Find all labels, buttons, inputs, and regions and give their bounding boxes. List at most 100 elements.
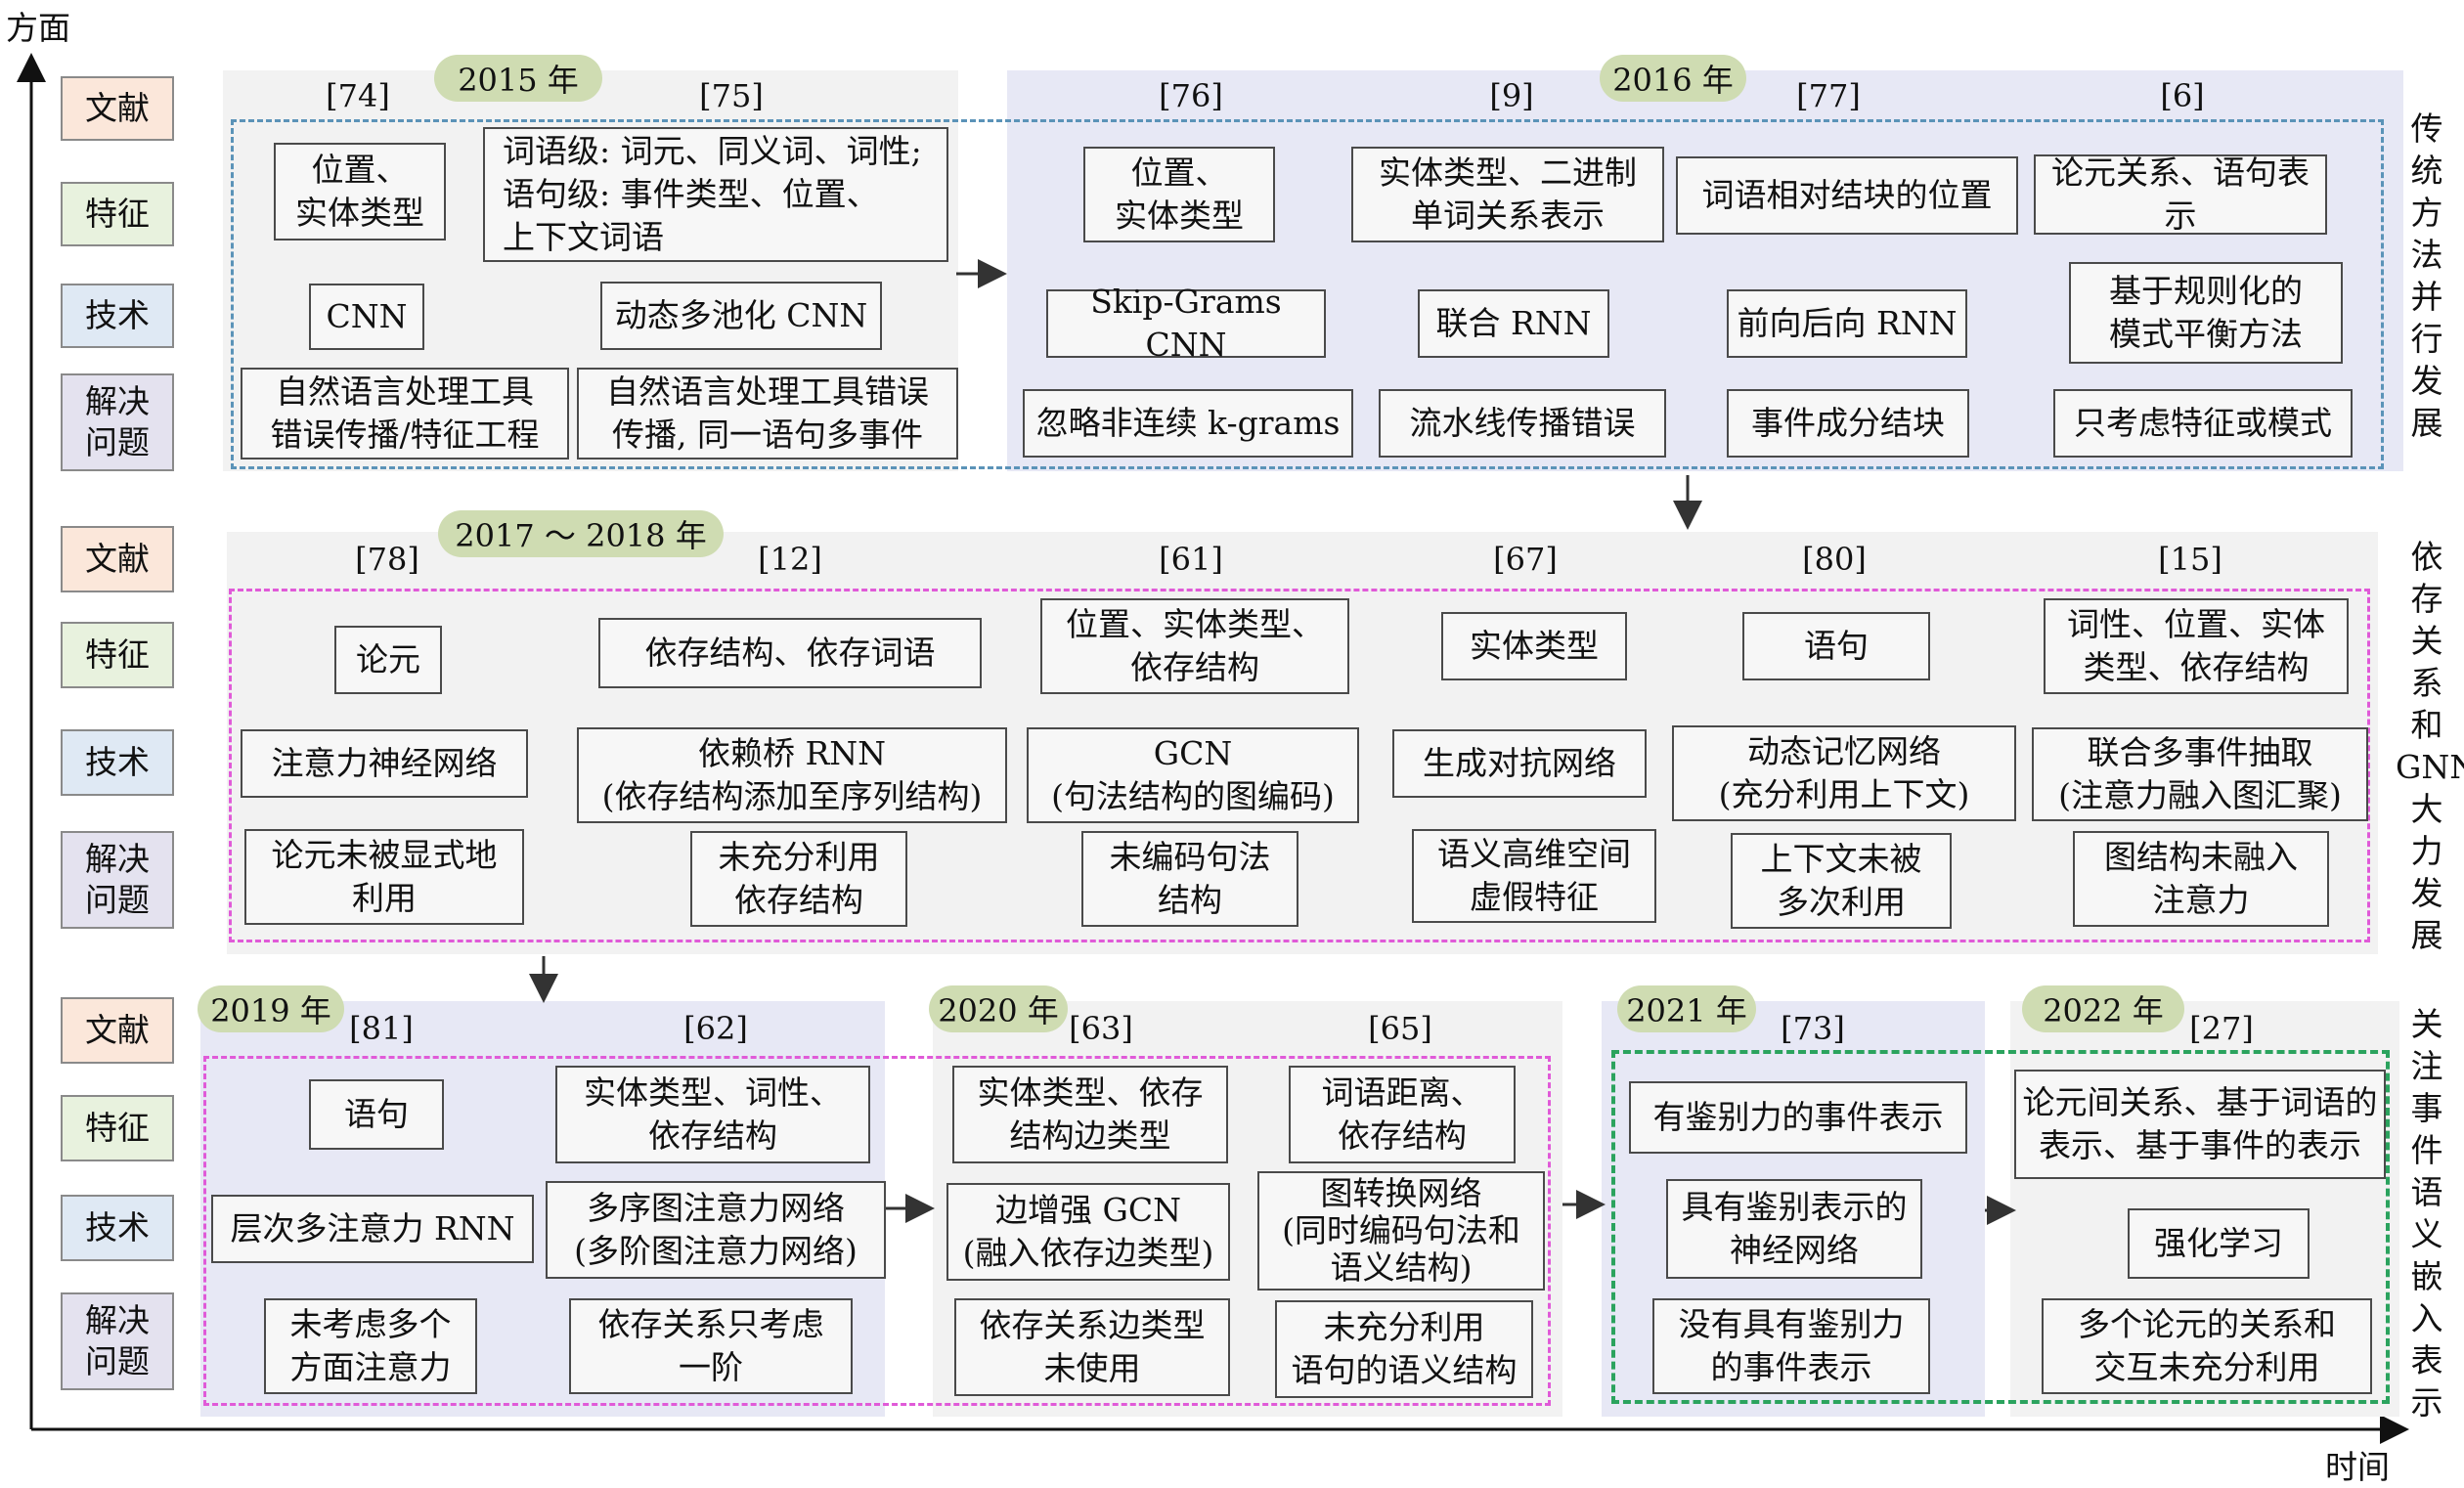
- ref-65: [65]: [1368, 1010, 1432, 1047]
- problem-box-73: 没有具有鉴别力 的事件表示: [1652, 1298, 1930, 1394]
- feature-box-6: 论元关系、语句表示: [2034, 153, 2327, 235]
- technique-box-65: 图转换网络 (同时编码句法和 语义结构): [1257, 1171, 1545, 1291]
- feature-box-77: 词语相对结块的位置: [1676, 156, 2018, 235]
- problem-box-81: 未考虑多个 方面注意力: [264, 1298, 477, 1394]
- row-label-tech-3: 技术: [61, 1195, 174, 1261]
- problem-box-15: 图结构未融入 注意力: [2073, 831, 2329, 927]
- row-label-feat-3: 特征: [61, 1095, 174, 1161]
- year-2016: 2016 年: [1600, 55, 1746, 102]
- technique-box-67: 生成对抗网络: [1392, 729, 1647, 798]
- ref-12: [12]: [758, 541, 822, 578]
- problem-box-61: 未编码句法 结构: [1081, 831, 1298, 927]
- year-2017-2018: 2017 ～ 2018 年: [438, 510, 724, 557]
- ref-73: [73]: [1781, 1010, 1845, 1047]
- ref-15: [15]: [2158, 541, 2222, 578]
- technique-box-76: Skip-Grams CNN: [1046, 283, 1326, 364]
- feature-box-80: 语句: [1742, 612, 1930, 680]
- ref-62: [62]: [683, 1010, 748, 1047]
- feature-box-75: 词语级: 词元、同义词、词性; 语句级: 事件类型、位置、 上下文词语: [483, 127, 948, 262]
- row-label-tech-1: 技术: [61, 284, 174, 348]
- year-2019: 2019 年: [198, 985, 344, 1032]
- technique-box-80: 动态记忆网络 (充分利用上下文): [1672, 725, 2016, 821]
- technique-box-74: CNN: [309, 284, 424, 350]
- technique-box-27: 强化学习: [2128, 1208, 2310, 1279]
- feature-box-76: 位置、 实体类型: [1083, 147, 1275, 242]
- group-outline-2021-2022: [1611, 1050, 2390, 1404]
- technique-box-61: GCN (句法结构的图编码): [1027, 727, 1359, 823]
- group-outline-traditional: [231, 119, 2384, 469]
- side-label-semantic: 关 注 事 件 语 义 嵌 入 表 示: [2410, 1005, 2443, 1422]
- problem-box-12: 未充分利用 依存结构: [690, 831, 907, 927]
- feature-box-27: 论元间关系、基于词语的 表示、基于事件的表示: [2014, 1070, 2386, 1179]
- ref-74: [74]: [326, 77, 390, 114]
- row-label-prob-3: 解决 问题: [61, 1292, 174, 1390]
- problem-box-62: 依存关系只考虑 一阶: [569, 1298, 853, 1394]
- row-label-doc-3: 文献: [61, 997, 174, 1064]
- technique-box-81: 层次多注意力 RNN: [211, 1195, 534, 1263]
- ref-67: [67]: [1493, 541, 1558, 578]
- feature-box-81: 语句: [309, 1079, 444, 1150]
- ref-63: [63]: [1069, 1010, 1133, 1047]
- feature-box-65: 词语距离、 依存结构: [1289, 1066, 1516, 1163]
- ref-76: [76]: [1159, 77, 1223, 114]
- feature-box-78: 论元: [334, 626, 442, 694]
- row-label-prob-2: 解决 问题: [61, 831, 174, 929]
- group-outline-2019-2020: [203, 1056, 1551, 1406]
- problem-box-76: 忽略非连续 k-grams: [1023, 389, 1353, 458]
- row-label-tech-2: 技术: [61, 729, 174, 796]
- feature-box-74: 位置、 实体类型: [274, 143, 446, 241]
- feature-box-15: 词性、位置、实体 类型、依存结构: [2044, 598, 2349, 694]
- feature-box-9: 实体类型、二进制 单词关系表示: [1351, 147, 1664, 242]
- feature-box-62: 实体类型、词性、 依存结构: [555, 1066, 870, 1163]
- problem-box-9: 流水线传播错误: [1379, 389, 1666, 458]
- ref-61: [61]: [1159, 541, 1223, 578]
- ref-6: [6]: [2160, 77, 2205, 114]
- technique-box-78: 注意力神经网络: [241, 729, 528, 798]
- problem-box-63: 依存关系边类型 未使用: [954, 1298, 1230, 1396]
- row-label-doc-2: 文献: [61, 526, 174, 592]
- problem-box-74: 自然语言处理工具 错误传播/特征工程: [241, 368, 569, 460]
- row-label-feat-2: 特征: [61, 622, 174, 688]
- side-label-traditional: 传 统 方 法 并 行 发 展: [2410, 109, 2443, 442]
- feature-box-12: 依存结构、依存词语: [598, 618, 982, 688]
- problem-box-6: 只考虑特征或模式: [2053, 389, 2353, 458]
- y-axis-label: 方面: [6, 9, 70, 47]
- ref-80: [80]: [1802, 541, 1867, 578]
- ref-81: [81]: [349, 1010, 414, 1047]
- problem-box-78: 论元未被显式地 利用: [244, 829, 524, 925]
- problem-box-67: 语义高维空间 虚假特征: [1412, 829, 1656, 923]
- technique-box-63: 边增强 GCN (融入依存边类型): [946, 1183, 1230, 1281]
- technique-box-77: 前向后向 RNN: [1727, 289, 1967, 358]
- year-2022: 2022 年: [2022, 985, 2184, 1032]
- ref-75: [75]: [699, 77, 764, 114]
- feature-box-63: 实体类型、依存 结构边类型: [952, 1066, 1228, 1163]
- row-label-doc-1: 文献: [61, 76, 174, 141]
- technique-box-75: 动态多池化 CNN: [600, 282, 882, 350]
- technique-box-15: 联合多事件抽取 (注意力融入图汇聚): [2032, 727, 2368, 821]
- problem-box-77: 事件成分结块: [1727, 389, 1969, 458]
- feature-box-61: 位置、实体类型、 依存结构: [1040, 598, 1349, 694]
- feature-box-67: 实体类型: [1441, 612, 1627, 680]
- technique-box-9: 联合 RNN: [1418, 289, 1609, 358]
- problem-box-27: 多个论元的关系和 交互未充分利用: [2042, 1298, 2372, 1394]
- year-2021: 2021 年: [1617, 985, 1756, 1032]
- year-2020: 2020 年: [929, 985, 1068, 1032]
- problem-box-75: 自然语言处理工具错误 传播, 同一语句多事件: [577, 368, 958, 460]
- technique-box-73: 具有鉴别表示的 神经网络: [1666, 1179, 1922, 1279]
- problem-box-80: 上下文未被 多次利用: [1731, 833, 1952, 929]
- group-outline-gnn: [229, 589, 2370, 942]
- row-label-prob-1: 解决 问题: [61, 373, 174, 471]
- technique-box-62: 多序图注意力网络 (多阶图注意力网络): [546, 1181, 886, 1279]
- ref-9: [9]: [1489, 77, 1534, 114]
- side-label-gnn: 依 存 关 系 和 GNN 大 力 发 展: [2396, 538, 2464, 954]
- ref-27: [27]: [2189, 1010, 2254, 1047]
- row-label-feat-1: 特征: [61, 182, 174, 246]
- problem-box-65: 未充分利用 语句的语义结构: [1275, 1300, 1533, 1398]
- ref-78: [78]: [355, 541, 419, 578]
- ref-77: [77]: [1796, 77, 1861, 114]
- technique-box-12: 依赖桥 RNN (依存结构添加至序列结构): [577, 727, 1007, 823]
- year-2015: 2015 年: [434, 55, 602, 102]
- technique-box-6: 基于规则化的 模式平衡方法: [2069, 262, 2343, 364]
